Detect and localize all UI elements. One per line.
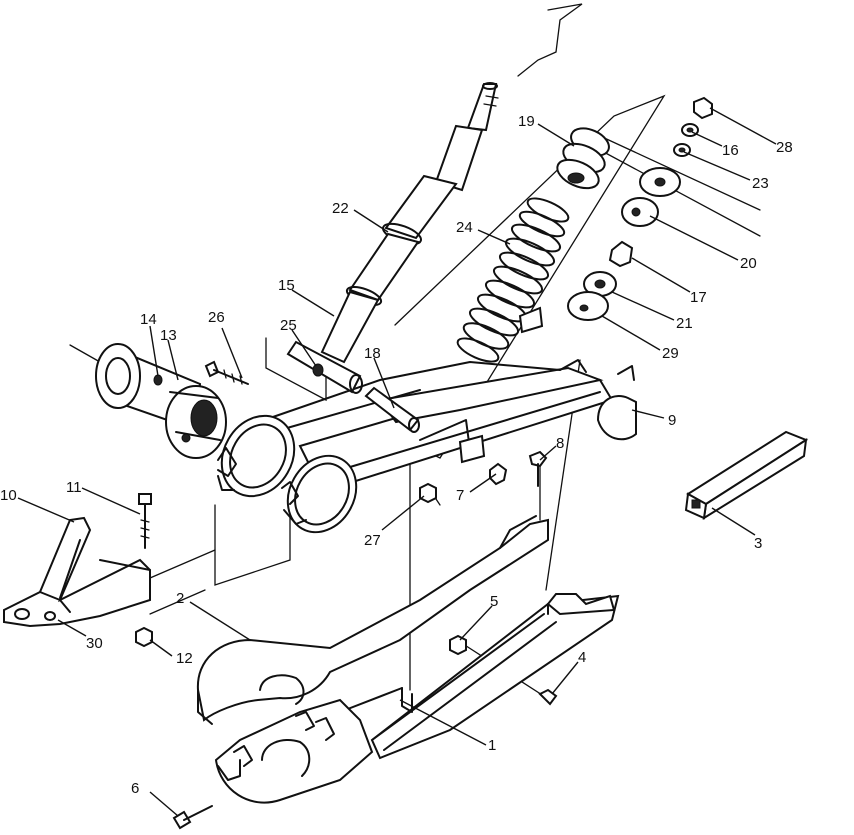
callout-24: 24	[456, 219, 473, 236]
callout-16: 16	[722, 142, 739, 159]
front-mount-bracket	[214, 698, 374, 804]
callout-30: 30	[86, 635, 103, 652]
hardware-stack	[567, 96, 713, 321]
callout-9: 9	[668, 412, 676, 429]
callout-12: 12	[176, 650, 193, 667]
callout-13: 13	[160, 327, 177, 344]
callout-29: 29	[662, 345, 679, 362]
shock-absorber-body	[320, 82, 499, 364]
callout-28: 28	[776, 139, 793, 156]
callout-20: 20	[740, 255, 757, 272]
callout-25: 25	[280, 317, 297, 334]
callout-22: 22	[332, 200, 349, 217]
callout-leaders	[17, 107, 777, 817]
callout-7: 7	[456, 487, 464, 504]
callout-14: 14	[140, 311, 157, 328]
callout-27: 27	[364, 532, 381, 549]
callout-23: 23	[752, 175, 769, 192]
upper-spring-seat	[556, 127, 610, 190]
callout-2: 2	[176, 590, 184, 607]
callout-1: 1	[488, 737, 496, 754]
callout-4: 4	[578, 649, 586, 666]
square-tube	[684, 430, 809, 520]
callout-17: 17	[690, 289, 707, 306]
assembly-guide-lines	[69, 3, 761, 701]
mounting-bracket	[3, 516, 151, 628]
callout-26: 26	[208, 309, 225, 326]
swing-arm-a-frame	[269, 359, 637, 488]
rear-mount-plate	[196, 515, 549, 725]
clamp-rings	[217, 414, 358, 534]
callout-8: 8	[556, 435, 564, 452]
rear-axle-assembly	[95, 343, 227, 459]
callout-21: 21	[676, 315, 693, 332]
cross-shafts	[286, 340, 420, 433]
callout-5: 5	[490, 593, 498, 610]
callout-3: 3	[754, 535, 762, 552]
callout-6: 6	[131, 780, 139, 797]
slide-rail	[339, 593, 620, 760]
callout-15: 15	[278, 277, 295, 294]
callout-19: 19	[518, 113, 535, 130]
callout-18: 18	[364, 345, 381, 362]
callout-10: 10	[0, 487, 17, 504]
callout-11: 11	[66, 479, 82, 496]
callout-labels: 1 2 3 4 5 6 7 8 9 10 11 12 13 14 15 16 1…	[0, 113, 793, 797]
coil-spring	[456, 197, 570, 363]
